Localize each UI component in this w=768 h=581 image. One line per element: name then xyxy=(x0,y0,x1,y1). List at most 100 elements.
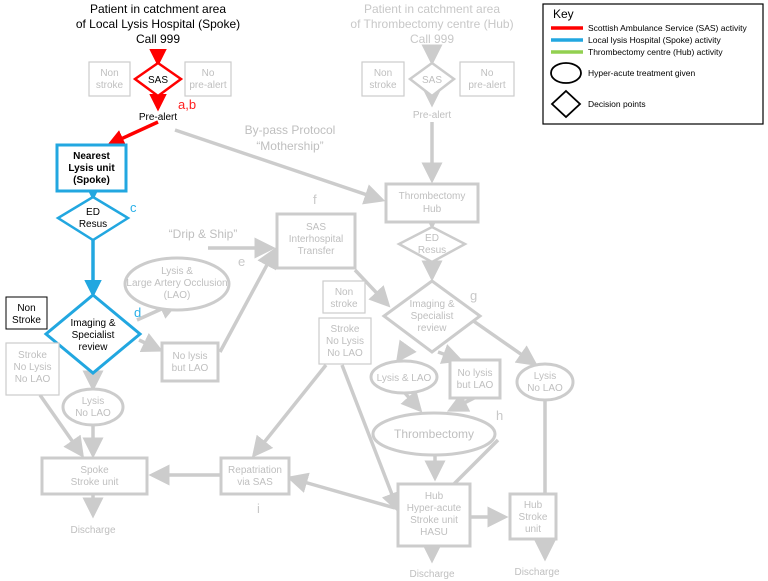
svg-text:but LAO: but LAO xyxy=(172,363,209,374)
spoke-header-line-3: Call 999 xyxy=(136,32,180,46)
svg-text:Specialist: Specialist xyxy=(411,311,454,322)
svg-text:Transfer: Transfer xyxy=(298,246,336,257)
svg-text:No LAO: No LAO xyxy=(75,408,111,419)
svg-text:Imaging &: Imaging & xyxy=(70,318,115,329)
spoke-no-prealert-box: No pre-alert xyxy=(184,61,232,97)
svg-text:Lysis: Lysis xyxy=(534,371,556,382)
key-label-diamond: Decision points xyxy=(588,99,646,109)
key-title: Key xyxy=(553,7,574,21)
label-d: d xyxy=(134,305,141,320)
svg-text:Repatriation: Repatriation xyxy=(228,465,282,476)
svg-text:Stroke: Stroke xyxy=(519,512,548,523)
spoke-lysis-lao-ellipse: Lysis & Large Artery Occlusion (LAO) xyxy=(123,256,231,312)
svg-text:Lysis: Lysis xyxy=(82,396,104,407)
svg-text:Interhospital: Interhospital xyxy=(289,234,343,245)
svg-text:Resus: Resus xyxy=(418,245,446,256)
svg-text:ED: ED xyxy=(86,207,100,218)
svg-text:Hub: Hub xyxy=(425,491,444,502)
label-g: g xyxy=(470,288,477,303)
spoke-stroke-unit-box: Spoke Stroke unit xyxy=(40,456,149,496)
hub-no-prealert-box: No pre-alert xyxy=(459,61,515,97)
svg-text:No lysis: No lysis xyxy=(457,368,492,379)
spoke-lysis-no-lao-ellipse: Lysis No LAO xyxy=(61,387,125,427)
svg-text:SAS: SAS xyxy=(422,75,442,86)
hub-header-line-2: of Thrombectomy centre (Hub) xyxy=(350,17,513,31)
svg-text:Nearest: Nearest xyxy=(73,151,110,162)
hub-header: Patient in catchment area of Thrombectom… xyxy=(350,2,513,46)
svg-text:Lysis &: Lysis & xyxy=(161,266,193,277)
spoke-imaging-decision: Imaging & Specialist review xyxy=(43,293,143,375)
hasu-discharge-label: Discharge xyxy=(409,569,454,580)
mid-stroke-no-lysis-box: Stroke No Lysis No LAO xyxy=(318,317,372,365)
svg-text:No LAO: No LAO xyxy=(15,374,51,385)
connectors xyxy=(38,44,556,564)
svg-text:Hub: Hub xyxy=(423,204,442,215)
hub-imaging-decision: Imaging & Specialist review xyxy=(381,279,483,354)
hub-unit-discharge-label: Discharge xyxy=(514,567,559,578)
key-label-ellipse: Hyper-acute treatment given xyxy=(588,68,696,78)
bypass-label-1: By-pass Protocol xyxy=(245,123,336,137)
spoke-header-line-2: of Local Lysis Hospital (Spoke) xyxy=(76,17,240,31)
svg-text:Specialist: Specialist xyxy=(72,330,115,341)
spoke-header: Patient in catchment area of Local Lysis… xyxy=(76,2,240,46)
label-h: h xyxy=(496,408,503,423)
label-ab: a,b xyxy=(178,97,196,112)
hub-sas-decision: SAS xyxy=(407,61,457,98)
svg-text:Non: Non xyxy=(100,68,118,79)
hub-stroke-unit-box: Hub Stroke unit xyxy=(508,492,558,541)
svg-text:Thrombectomy: Thrombectomy xyxy=(394,427,474,441)
svg-text:SAS: SAS xyxy=(306,222,326,233)
label-c: c xyxy=(130,200,137,215)
label-f: f xyxy=(313,192,317,207)
spoke-sas-decision: SAS xyxy=(132,61,184,98)
svg-text:Spoke: Spoke xyxy=(80,465,109,476)
nearest-lysis-unit-box: Nearest Lysis unit (Spoke) xyxy=(55,143,128,193)
hub-lysis-lao-ellipse: Lysis & LAO xyxy=(369,359,439,395)
mid-non-stroke-box: Non stroke xyxy=(322,280,366,314)
svg-text:Hub: Hub xyxy=(524,500,543,511)
svg-text:SAS: SAS xyxy=(148,75,168,86)
spoke-prealert-label: Pre-alert xyxy=(139,112,178,123)
hasu-box: Hub Hyper-acute Stroke unit HASU xyxy=(396,482,472,548)
key-label-hub: Thrombectomy centre (Hub) activity xyxy=(588,47,723,57)
sas-interhospital-transfer-box: SAS Interhospital Transfer xyxy=(275,212,357,270)
svg-text:(Spoke): (Spoke) xyxy=(73,175,110,186)
svg-text:review: review xyxy=(418,323,448,334)
hub-header-line-1: Patient in catchment area xyxy=(364,2,500,16)
svg-text:Non: Non xyxy=(374,68,392,79)
svg-text:stroke: stroke xyxy=(96,80,124,91)
spoke-no-lysis-lao-box: No lysis but LAO xyxy=(160,341,220,383)
thrombectomy-ellipse: Thrombectomy xyxy=(371,411,497,457)
svg-text:No lysis: No lysis xyxy=(172,351,207,362)
hub-ed-resus-decision: ED Resus xyxy=(396,225,468,264)
svg-text:Non: Non xyxy=(17,303,35,314)
spoke-discharge-label: Discharge xyxy=(70,525,115,536)
bypass-label-2: “Mothership” xyxy=(256,139,323,153)
svg-text:No LAO: No LAO xyxy=(327,348,363,359)
key-ellipse-icon xyxy=(550,62,582,84)
svg-text:pre-alert: pre-alert xyxy=(468,80,505,91)
svg-text:Hyper-acute: Hyper-acute xyxy=(407,503,462,514)
svg-text:via SAS: via SAS xyxy=(237,477,273,488)
label-i: i xyxy=(257,501,260,516)
svg-text:Lysis unit: Lysis unit xyxy=(68,163,115,174)
svg-text:Stroke unit: Stroke unit xyxy=(71,477,119,488)
svg-text:No LAO: No LAO xyxy=(527,383,563,394)
hub-non-stroke-box: Non stroke xyxy=(361,61,405,97)
svg-text:Stroke: Stroke xyxy=(331,324,360,335)
spoke-ed-resus-decision: ED Resus xyxy=(55,195,131,242)
svg-text:No Lysis: No Lysis xyxy=(14,362,52,373)
svg-text:No Lysis: No Lysis xyxy=(326,336,364,347)
hub-header-line-3: Call 999 xyxy=(410,32,454,46)
key-legend: Key Scottish Ambulance Service (SAS) act… xyxy=(542,3,764,125)
thrombectomy-hub-box: Thrombectomy Hub xyxy=(384,182,480,224)
key-label-sas: Scottish Ambulance Service (SAS) activit… xyxy=(588,23,747,33)
svg-text:stroke: stroke xyxy=(330,299,358,310)
svg-text:Stroke: Stroke xyxy=(18,350,47,361)
svg-text:review: review xyxy=(79,342,109,353)
drip-ship-label: “Drip & Ship” xyxy=(169,227,238,241)
svg-text:HASU: HASU xyxy=(420,527,448,538)
svg-text:unit: unit xyxy=(525,524,541,535)
svg-text:Stroke unit: Stroke unit xyxy=(410,515,458,526)
